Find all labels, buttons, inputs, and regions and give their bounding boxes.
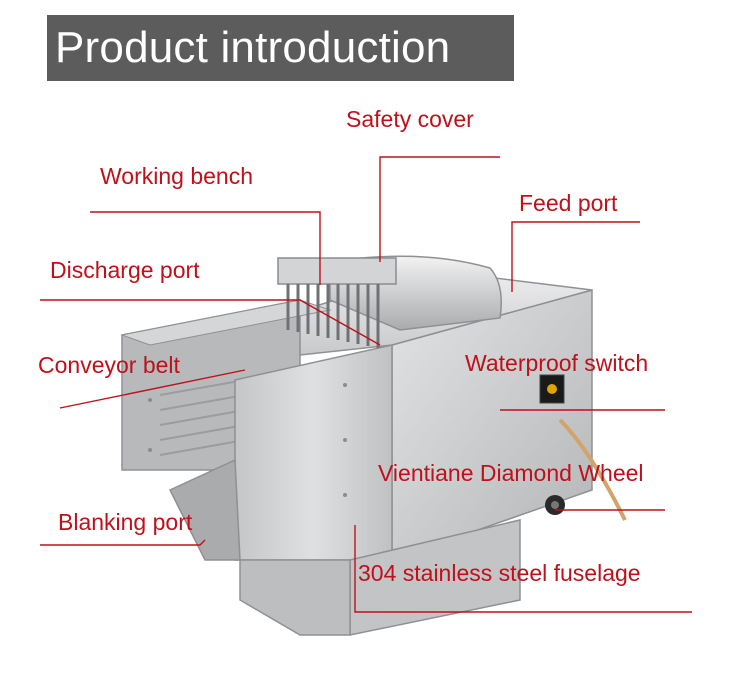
label-discharge-port: Discharge port [50, 257, 200, 283]
label-vientiane-diamond-wheel: Vientiane Diamond Wheel [378, 460, 644, 486]
machine-body [120, 255, 627, 636]
base-frame [239, 559, 351, 636]
conveyor-housing-top [120, 299, 332, 346]
leader-working-bench [90, 211, 321, 285]
leader-conveyor-belt [59, 369, 246, 409]
working-bench-blades [277, 257, 397, 348]
waterproof-switch-knob [547, 384, 557, 394]
title-banner: Product introduction [47, 15, 514, 81]
label-feed-port: Feed port [519, 190, 618, 216]
label-conveyor-belt: Conveyor belt [38, 352, 180, 378]
leader-lines [40, 156, 692, 613]
label-304-stainless-fuselage: 304 stainless steel fuselage [358, 560, 641, 586]
leader-fuselage [354, 525, 692, 613]
leader-feed-port [511, 221, 640, 292]
fuselage-front-panel [234, 344, 393, 561]
leader-discharge-port [40, 299, 381, 346]
leader-blanking-port [40, 539, 206, 546]
diamond-wheels [545, 495, 565, 515]
leader-safety-cover [379, 156, 500, 262]
label-waterproof-switch: Waterproof switch [465, 350, 649, 376]
label-blanking-port: Blanking port [58, 509, 193, 535]
label-working-bench: Working bench [100, 163, 253, 189]
panel-rivets [148, 383, 347, 497]
page-title: Product introduction [55, 23, 451, 72]
power-cable [558, 418, 627, 521]
conveyor-belt-slats [159, 379, 246, 456]
label-safety-cover: Safety cover [346, 106, 474, 132]
